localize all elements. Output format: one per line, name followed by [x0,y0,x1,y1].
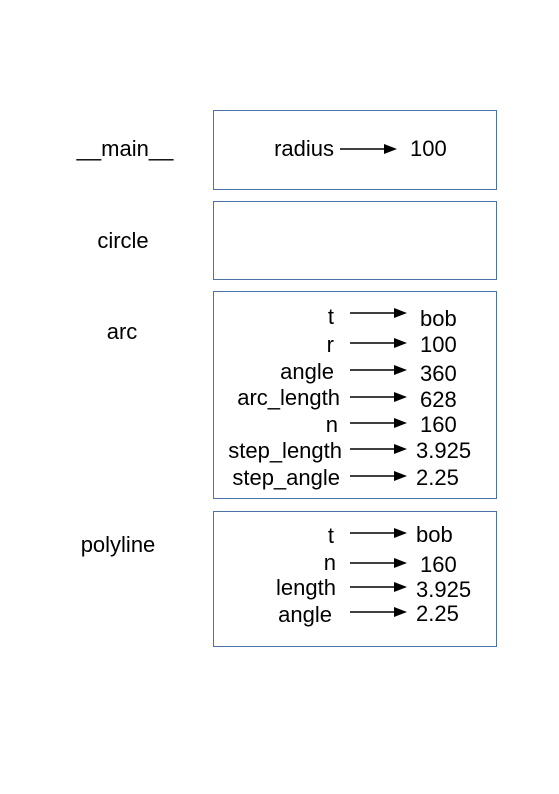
frame-label-main: __main__ [76,136,174,161]
var-name: n [323,550,336,575]
arrow-icon [350,471,407,481]
var-name: arc_length [237,385,340,410]
arrow-icon [350,308,407,318]
arrow-icon [350,528,407,538]
var-value: 360 [420,361,457,386]
arrow-icon [350,418,407,428]
arrow-icon [350,444,407,454]
var-name: t [327,304,334,329]
var-value: 100 [420,332,457,357]
arrow-icon [350,392,407,402]
var-value: bob [416,522,453,547]
var-name: step_length [228,438,342,463]
arrow-icon [350,607,407,617]
frame-box-main [213,110,497,190]
var-value: 2.25 [416,465,459,490]
var-name: radius [274,136,334,161]
frame-label-arc: arc [106,319,138,344]
var-name: length [276,575,336,600]
var-name: step_angle [232,465,340,490]
arrow-icon [350,582,407,592]
arrow-icon [350,558,407,568]
var-value: 160 [420,412,457,437]
arrow-icon [340,144,397,154]
var-name: angle [278,602,332,627]
frame-label-circle: circle [97,228,149,253]
var-value: 3.925 [416,438,472,463]
var-name: angle [280,359,334,384]
var-value: bob [420,306,457,331]
var-value: 3.925 [416,577,472,602]
var-value: 2.25 [416,601,459,626]
var-value: 100 [410,136,447,161]
var-name: r [326,332,334,357]
var-value: 160 [420,552,457,577]
frame-box-circle [213,201,497,280]
arrow-icon [350,338,407,348]
var-name: n [325,412,338,437]
arrow-icon [350,365,407,375]
frame-box-arc [213,291,497,499]
var-value: 628 [420,387,457,412]
frame-label-polyline: polyline [80,532,156,557]
var-name: t [327,523,334,548]
